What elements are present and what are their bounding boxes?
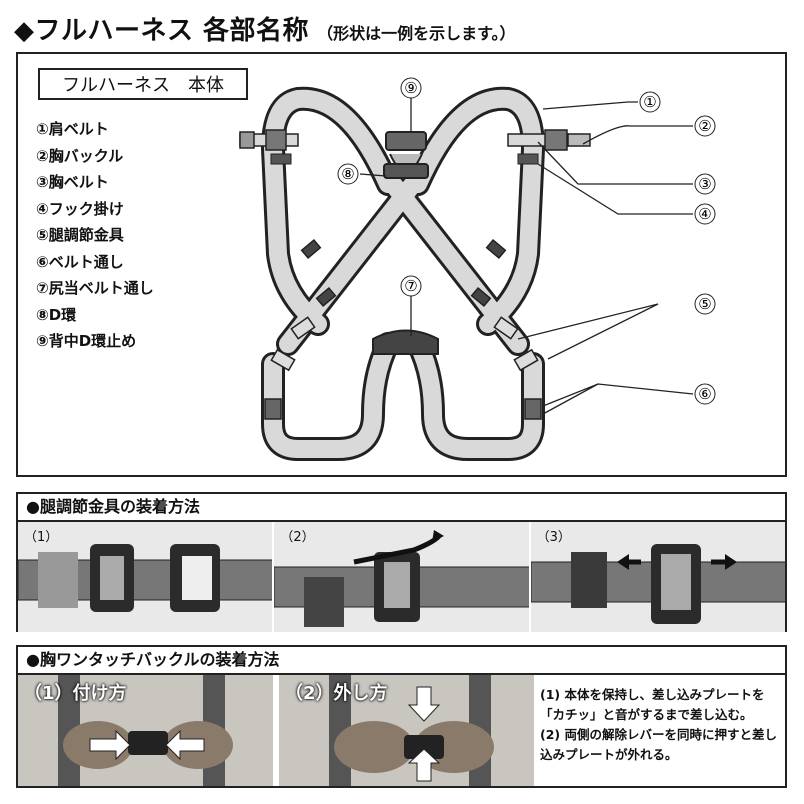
photo-label-attach: （1）付け方 <box>24 683 127 704</box>
step1-illustration <box>18 544 273 612</box>
step2-illustration <box>274 530 529 627</box>
chest-section-heading: ●胸ワンタッチバックルの装着方法 <box>18 647 785 675</box>
leg-buckle-section: ●腿調節金具の装着方法 （1） （2） <box>16 492 787 632</box>
step3-illustration <box>530 544 785 624</box>
callout-3: ③ <box>698 175 711 193</box>
attach-illustration <box>18 675 273 786</box>
leg-step-3: （3） <box>528 522 785 632</box>
leg-step-2: （2） <box>272 522 529 632</box>
instruction-1: (1) 本体を保持し、差し込みプレートを「カチッ」と音がするまで差し込む。 <box>540 687 765 722</box>
part-item: ②胸バックル <box>36 146 124 165</box>
chest-instructions: (1) 本体を保持し、差し込みプレートを「カチッ」と音がするまで差し込む。 (2… <box>540 685 780 765</box>
callout-8: ⑧ <box>341 165 354 183</box>
leg-section-heading: ●腿調節金具の装着方法 <box>18 494 785 522</box>
part-item: ⑨背中D環止め <box>36 332 137 350</box>
title-main: ◆フルハーネス 各部名称 <box>14 16 310 46</box>
release-illustration <box>279 675 534 786</box>
part-item: ④フック掛け <box>36 199 124 218</box>
release-photo: （2）外し方 <box>279 675 534 786</box>
callout-7: ⑦ <box>404 277 417 295</box>
callout-2: ② <box>698 117 711 135</box>
part-item: ③胸ベルト <box>36 173 109 191</box>
part-item: ⑧D環 <box>36 305 77 324</box>
parts-list: ①肩ベルト ②胸バックル ③胸ベルト ④フック掛け ⑤腿調節金具 ⑥ベルト通し … <box>36 116 154 355</box>
page-title: ◆フルハーネス 各部名称 （形状は一例を示します。） <box>14 10 515 50</box>
photo-label-release: （2）外し方 <box>285 683 388 704</box>
leg-steps: （1） （2） （3） <box>18 522 785 632</box>
chest-buckle-section: ●胸ワンタッチバックルの装着方法 （1）付け方 （2）外し方 <box>16 645 787 788</box>
leg-step-1: （1） <box>18 522 273 632</box>
chest-photos: （1）付け方 （2）外し方 <box>18 675 538 786</box>
instruction-2: (2) 両側の解除レバーを同時に押すと差し込みプレートが外れる。 <box>540 727 777 762</box>
callout-1: ① <box>643 93 656 111</box>
part-item: ⑥ベルト通し <box>36 252 124 271</box>
attach-photo: （1）付け方 <box>18 675 273 786</box>
title-sub: （形状は一例を示します。） <box>317 24 516 43</box>
step-label: （2） <box>280 530 315 545</box>
harness-parts-panel: フルハーネス 本体 ①肩ベルト ②胸バックル ③胸ベルト ④フック掛け ⑤腿調節… <box>16 52 787 477</box>
step-label: （1） <box>24 530 59 545</box>
part-item: ①肩ベルト <box>36 120 109 138</box>
part-item: ⑤腿調節金具 <box>36 226 124 244</box>
callout-5: ⑤ <box>698 295 711 313</box>
callout-9: ⑨ <box>404 79 417 97</box>
callout-6: ⑥ <box>698 385 711 403</box>
body-label: フルハーネス 本体 <box>38 68 248 100</box>
part-item: ⑦尻当ベルト通し <box>36 279 154 297</box>
harness-diagram: ⑨ ⑧ ⑦ ① ② ③ ④ ⑤ ⑥ <box>239 77 716 461</box>
step-label: （3） <box>536 530 571 545</box>
callout-4: ④ <box>698 205 711 223</box>
